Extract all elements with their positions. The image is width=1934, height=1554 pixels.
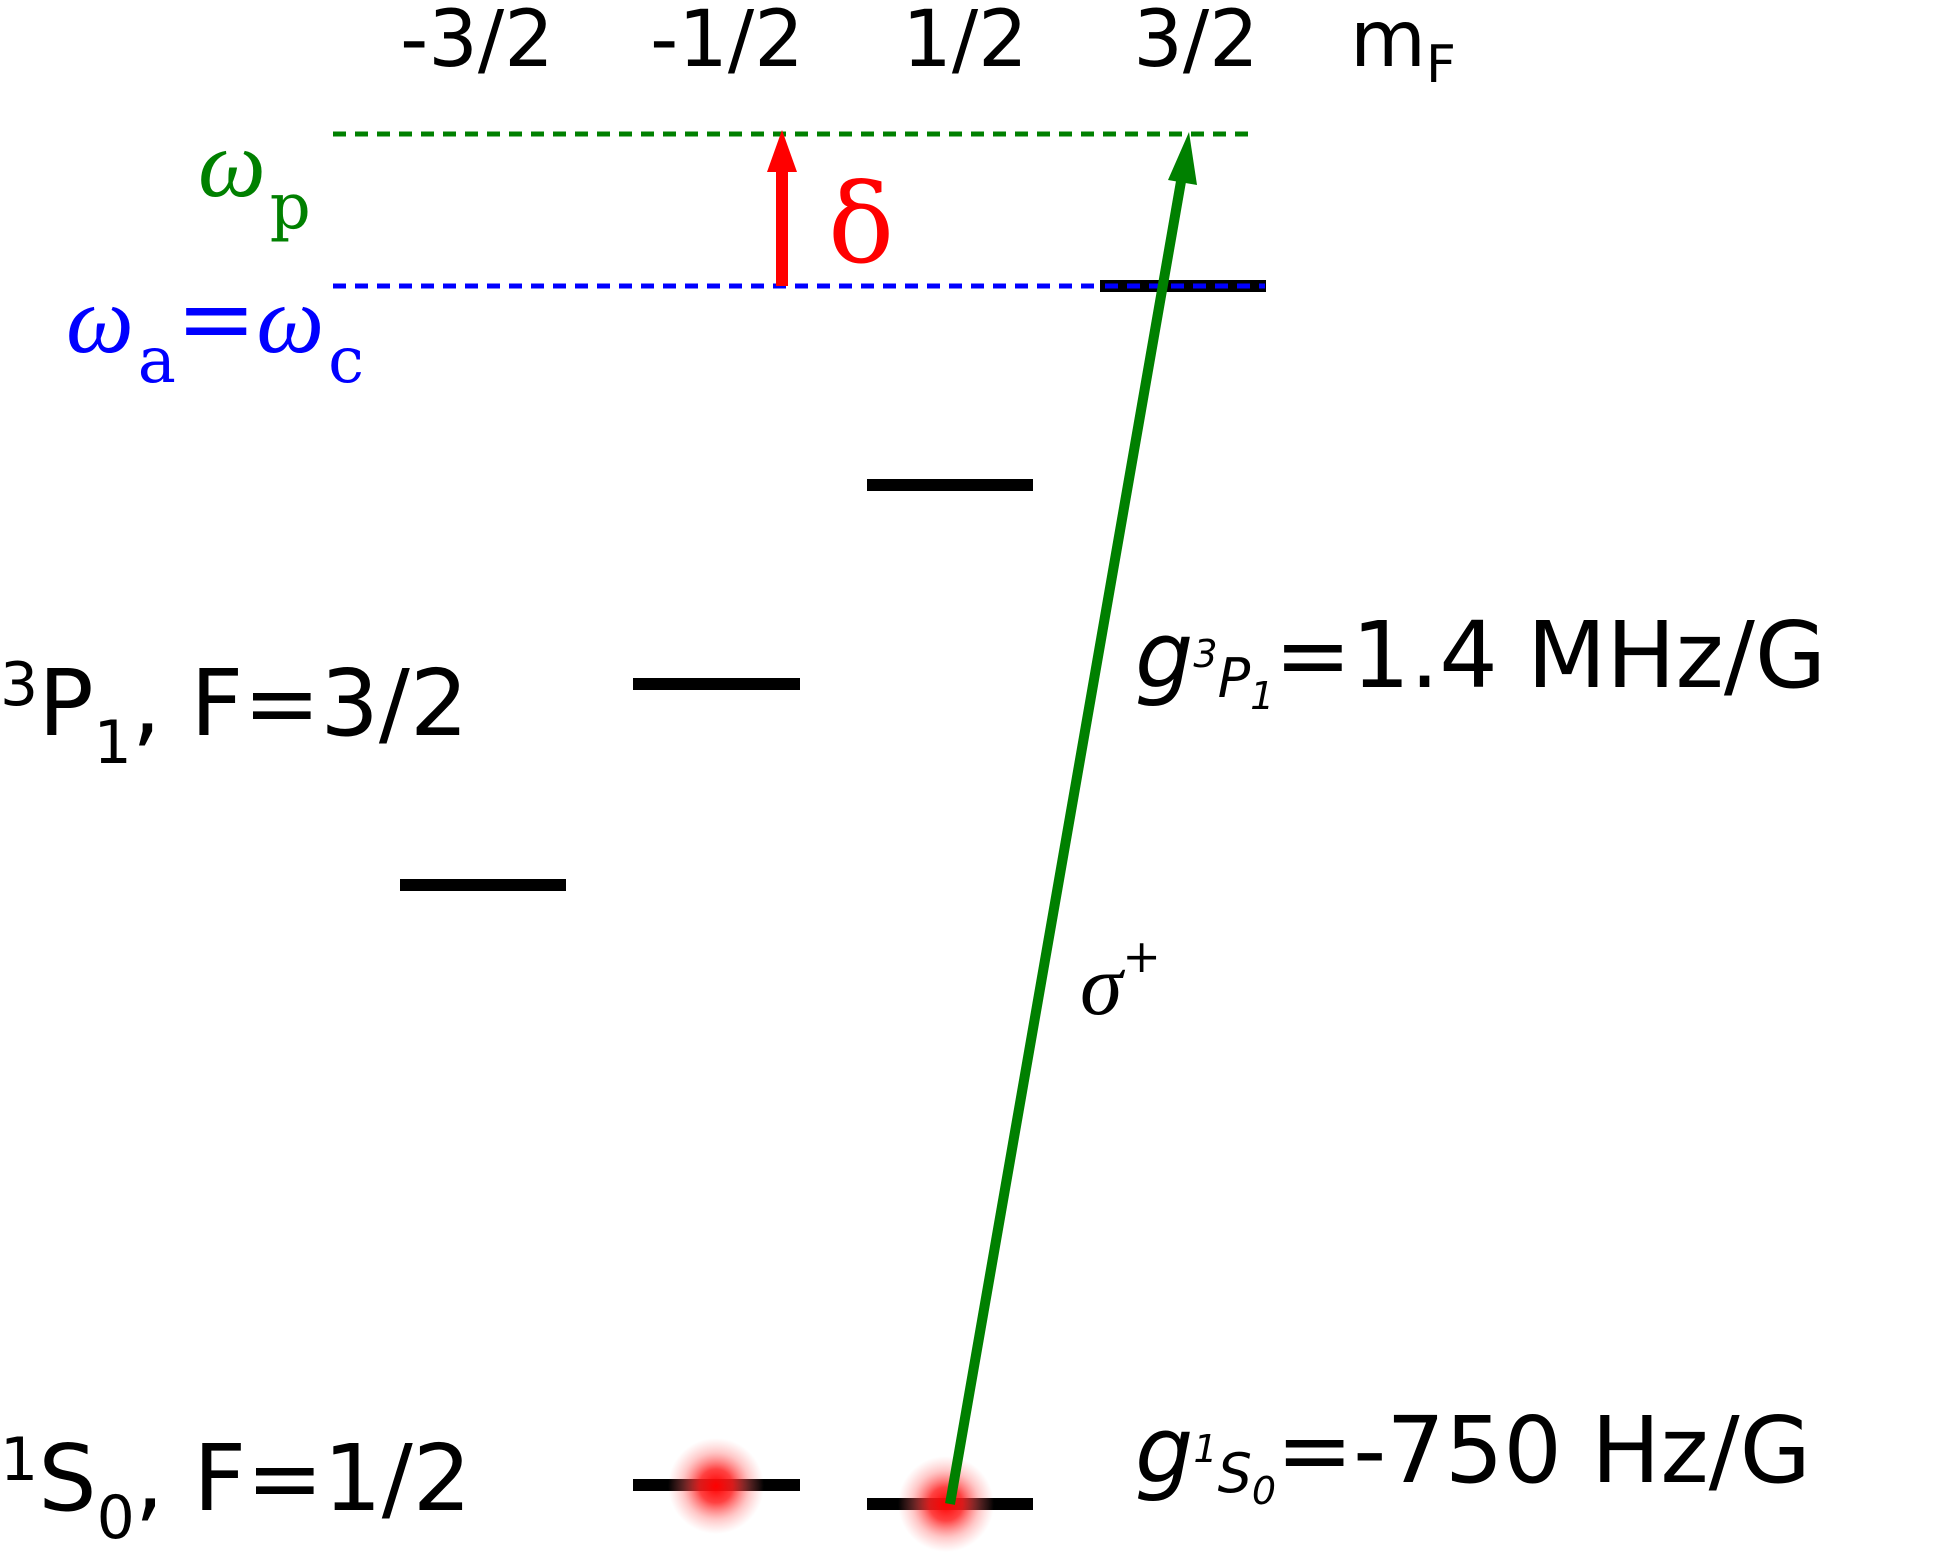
g-factor-excited-label: g3P1=1.4 MHz/G — [1135, 602, 1826, 718]
mf-label: mF — [1350, 0, 1456, 95]
omega-p-label: ωp — [198, 110, 311, 244]
detuning-arrow — [767, 130, 797, 286]
delta-label: δ — [828, 160, 894, 288]
excited-sublevels — [400, 280, 1266, 891]
excited-state-label: 3P1, F=3/2 — [0, 650, 468, 778]
g-factor-ground-label: g1S0=-750 Hz/G — [1135, 1397, 1811, 1513]
ground-state-label: 1S0, F=1/2 — [0, 1425, 471, 1553]
mf-value: 3/2 — [1133, 0, 1259, 85]
omega-ac-label: ωa=ωc — [66, 263, 364, 398]
sigma-plus-label: σ+ — [1080, 929, 1161, 1033]
atom-population-dot — [898, 1456, 994, 1552]
mf-value: 1/2 — [902, 0, 1028, 85]
mf-value: -3/2 — [400, 0, 554, 85]
atom-population-dot — [668, 1438, 764, 1534]
mf-value: -1/2 — [650, 0, 804, 85]
sigma-plus-transition-arrow — [945, 132, 1197, 1505]
mf-header: -3/2 -1/2 1/2 3/2 mF — [400, 0, 1456, 95]
